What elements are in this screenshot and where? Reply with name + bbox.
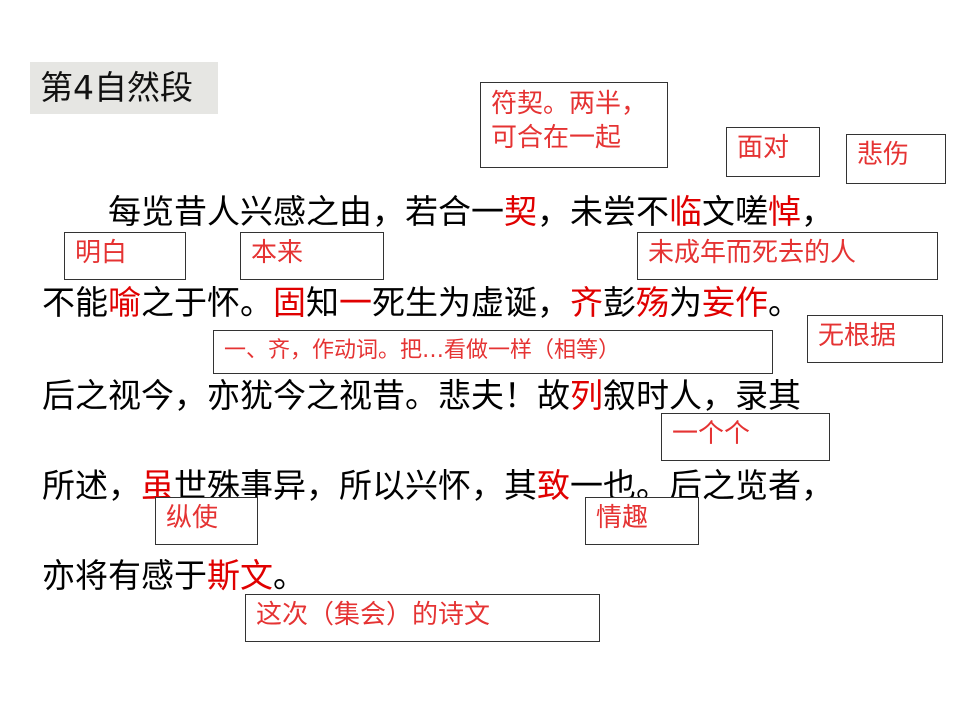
highlighted-word: 斯文 <box>207 556 273 595</box>
highlighted-word: 妄作 <box>702 283 768 322</box>
section-tag: 第4自然段 <box>30 62 218 114</box>
note-yi-qi: 一、齐，作动词。把…看做一样（相等） <box>213 330 773 374</box>
highlighted-word: 悼 <box>768 192 801 231</box>
text-line-5: 亦将有感于斯文。 <box>42 556 306 596</box>
text-segment: 不能 <box>42 283 108 322</box>
text-segment: 每览昔人兴感之由，若合一 <box>42 192 504 231</box>
highlighted-word: 喻 <box>108 283 141 322</box>
text-segment: 所述， <box>42 466 141 505</box>
highlighted-word: 固 <box>273 283 306 322</box>
text-segment: 。 <box>768 283 801 322</box>
text-segment: ，未尝不 <box>537 192 669 231</box>
highlighted-word: 临 <box>669 192 702 231</box>
note-lin: 面对 <box>726 127 820 177</box>
text-segment: 知 <box>306 283 339 322</box>
highlighted-word: 致 <box>537 466 570 505</box>
note-sui: 纵使 <box>155 497 258 545</box>
highlighted-word: 齐 <box>570 283 603 322</box>
note-qi: 符契。两半，可合在一起 <box>480 82 668 168</box>
note-gu: 本来 <box>240 232 384 280</box>
highlighted-word: 殇 <box>636 283 669 322</box>
text-line-3: 后之视今，亦犹今之视昔。悲夫！故列叙时人，录其 <box>42 376 801 416</box>
text-segment: 死生为虚诞， <box>372 283 570 322</box>
text-segment: 彭 <box>603 283 636 322</box>
text-line-1: 每览昔人兴感之由，若合一契，未尝不临文嗟悼， <box>42 192 834 232</box>
note-shang: 未成年而死去的人 <box>637 232 938 280</box>
note-siwen: 这次（集会）的诗文 <box>245 594 600 642</box>
text-segment: 之于怀。 <box>141 283 273 322</box>
highlighted-word: 列 <box>570 376 603 415</box>
text-segment: 后之视今，亦犹今之视昔。悲夫！故 <box>42 376 570 415</box>
text-segment: 亦将有感于 <box>42 556 207 595</box>
note-wangzuo: 无根据 <box>807 315 943 363</box>
text-line-2: 不能喻之于怀。固知一死生为虚诞，齐彭殇为妄作。 <box>42 283 801 323</box>
text-segment: 叙时人，录其 <box>603 376 801 415</box>
note-zhi: 情趣 <box>585 497 699 545</box>
text-segment: 为 <box>669 283 702 322</box>
text-segment: 文嗟 <box>702 192 768 231</box>
note-dao: 悲伤 <box>846 134 946 184</box>
note-lie: 一个个 <box>661 413 830 461</box>
text-segment: ， <box>801 192 834 231</box>
note-yu: 明白 <box>64 232 186 280</box>
highlighted-word: 一 <box>339 283 372 322</box>
text-segment: 。 <box>273 556 306 595</box>
highlighted-word: 契 <box>504 192 537 231</box>
